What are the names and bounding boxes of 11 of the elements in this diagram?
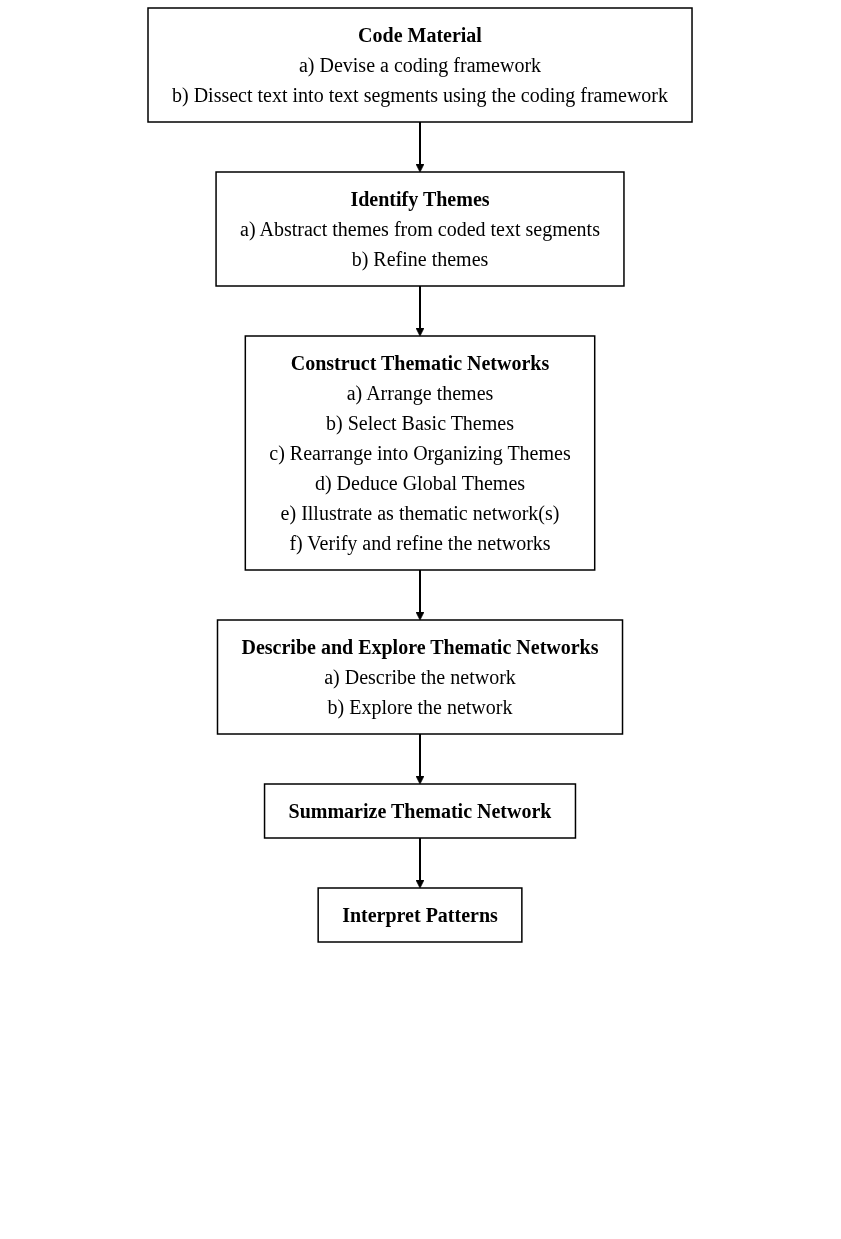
arrow [416,837,425,889]
node-box: Identify Themes a) Abstract themes from coded text segments b) Refine themes [215,171,626,287]
arrow [416,285,425,337]
node-box: Describe and Explore Thematic Networks a) Describe the network b) Explore the network [217,619,624,735]
node-box: Interpret Patterns [317,887,524,943]
node-box: Summarize Thematic Network [264,783,577,839]
node-box: Code Material a) Devise a coding framework b) Dissect text into text segments using the coding framework [147,7,694,123]
arrow [416,121,425,173]
arrow [416,733,425,785]
node-box: Construct Thematic Networks a) Arrange themes b) Select Basic Themes c) Rearrange into Organizing Themes d) Deduce Global Themes e) Illustrate as thematic network(s) f) Verify and refine the networks [245,335,596,571]
arrow [416,569,425,621]
